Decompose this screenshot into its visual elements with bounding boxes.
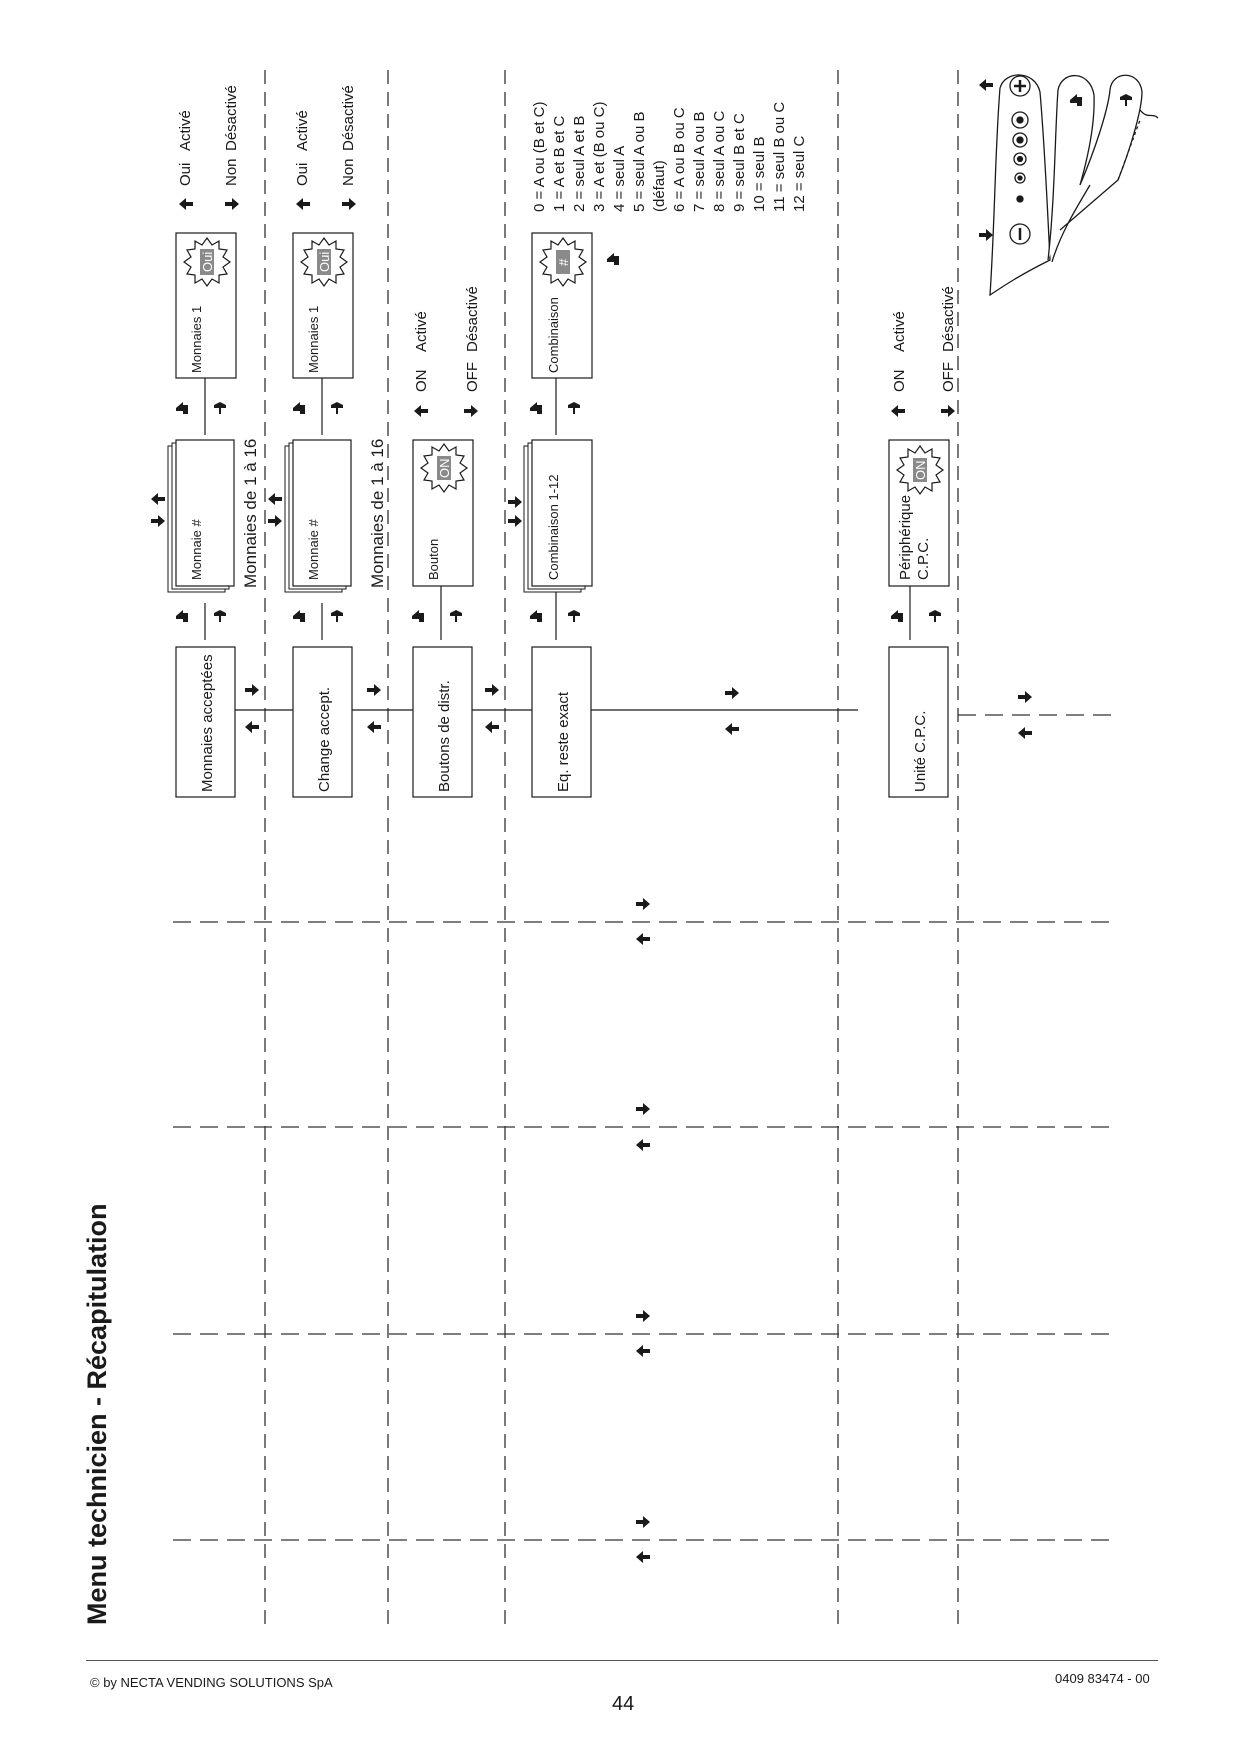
option-off-boutons: OFF <box>464 362 481 392</box>
combination-7: 7 = seul A ou B <box>691 112 708 213</box>
badge-change: Oui <box>317 252 332 272</box>
option-on-cpc: ON <box>891 370 908 393</box>
option-no-desc-change: Désactivé <box>340 85 357 151</box>
menu-label-monnaies: Monnaies acceptées <box>199 654 216 792</box>
submenu-label-peripherique: Périphérique <box>897 495 914 580</box>
footer-doc-code: 0409 83474 - 00 <box>1055 1671 1150 1686</box>
submenu-label-combinaison: Combinaison 1-12 <box>546 474 561 580</box>
menu-box-change <box>292 646 353 798</box>
range-label-monnaies: Monnaies de 1 à 16 <box>241 439 260 588</box>
menu-box-boutons <box>412 646 473 798</box>
submenu-label-monnaie: Monnaie # <box>189 519 204 580</box>
combination-10: 10 = seul B <box>751 137 768 212</box>
row-change: Change accept. Monnaie # Monnaies de 1 à… <box>284 85 387 798</box>
combination-9: 9 = seul B et C <box>731 113 748 212</box>
combination-4: 4 = seul A <box>611 146 628 212</box>
option-on-boutons: ON <box>413 370 430 393</box>
menu-box-cpc <box>888 646 949 798</box>
option-no-desc-monnaies: Désactivé <box>223 85 240 151</box>
leaf-label-change: Monnaies 1 <box>306 306 321 373</box>
row-separators <box>173 714 1115 1541</box>
footer-copyright: © by NECTA VENDING SOLUTIONS SpA <box>90 1675 333 1690</box>
navigation-arrows <box>151 198 1032 1563</box>
option-off-desc-cpc: Désactivé <box>940 286 957 352</box>
option-no-monnaies: Non <box>223 158 240 186</box>
option-no-change: Non <box>340 158 357 186</box>
combination-0: 0 = A ou (B et C) <box>531 102 548 212</box>
option-on-desc-boutons: Activé <box>413 311 430 352</box>
combination-2: 2 = seul A et B <box>571 116 588 212</box>
badge-cpc: ON <box>913 461 928 481</box>
row-monnaies: Monnaies acceptées Monnaie # Monnaies de… <box>167 85 260 798</box>
page-number: 44 <box>612 1693 635 1715</box>
badge-monnaies: Oui <box>200 252 215 272</box>
menu-box-eq <box>531 646 592 798</box>
menu-box-monnaies <box>175 646 236 798</box>
combination-5: 5 = seul A ou B <box>631 112 648 213</box>
combination-6: 6 = A ou B ou C <box>671 107 688 212</box>
menu-label-boutons: Boutons de distr. <box>436 680 453 792</box>
column-separators <box>264 70 959 1625</box>
option-yes-desc-monnaies: Activé <box>177 110 194 151</box>
menu-label-change: Change accept. <box>316 687 333 792</box>
leaf-label-combinaison: Combinaison <box>546 297 561 373</box>
row-eq: Eq. reste exact Combinaison 1-12 Combina… <box>523 102 808 798</box>
badge-boutons: ON <box>437 459 452 479</box>
footer-rule <box>86 1660 1158 1661</box>
option-on-desc-cpc: Activé <box>891 311 908 352</box>
combination-8: 8 = seul A ou C <box>711 111 728 212</box>
option-off-desc-boutons: Désactivé <box>464 286 481 352</box>
badge-combinaison: # <box>556 258 571 266</box>
menu-label-eq: Eq. reste exact <box>555 691 572 792</box>
submenu-box-change <box>292 439 352 587</box>
row-cpc: Unité C.P.C. Périphérique C.P.C. ON ON A… <box>888 286 957 798</box>
combination-5-note: (défaut) <box>651 160 668 212</box>
combination-3: 3 = A et (B ou C) <box>591 102 608 212</box>
submenu-label-cpc: C.P.C. <box>915 538 932 580</box>
submenu-label-change: Monnaie # <box>306 519 321 580</box>
submenu-box-combinaison <box>531 439 593 587</box>
menu-label-cpc: Unité C.P.C. <box>912 711 929 792</box>
submenu-box-monnaie <box>175 439 235 587</box>
range-label-change: Monnaies de 1 à 16 <box>368 439 387 588</box>
combination-list: 0 = A ou (B et C) 1 = A et B et C 2 = se… <box>531 102 808 212</box>
combination-12: 12 = seul C <box>791 136 808 212</box>
option-yes-change: Oui <box>294 163 311 186</box>
option-yes-monnaies: Oui <box>177 163 194 186</box>
combination-11: 11 = seul B ou C <box>771 102 788 212</box>
leaf-label-monnaies: Monnaies 1 <box>189 306 204 373</box>
keypad-hand-icon <box>989 74 1159 297</box>
combination-1: 1 = A et B et C <box>551 116 568 212</box>
option-yes-desc-change: Activé <box>294 110 311 151</box>
option-off-cpc: OFF <box>940 362 957 392</box>
submenu-label-bouton: Bouton <box>426 539 441 580</box>
row-boutons: Boutons de distr. Bouton ON ON Activé OF… <box>412 286 481 798</box>
